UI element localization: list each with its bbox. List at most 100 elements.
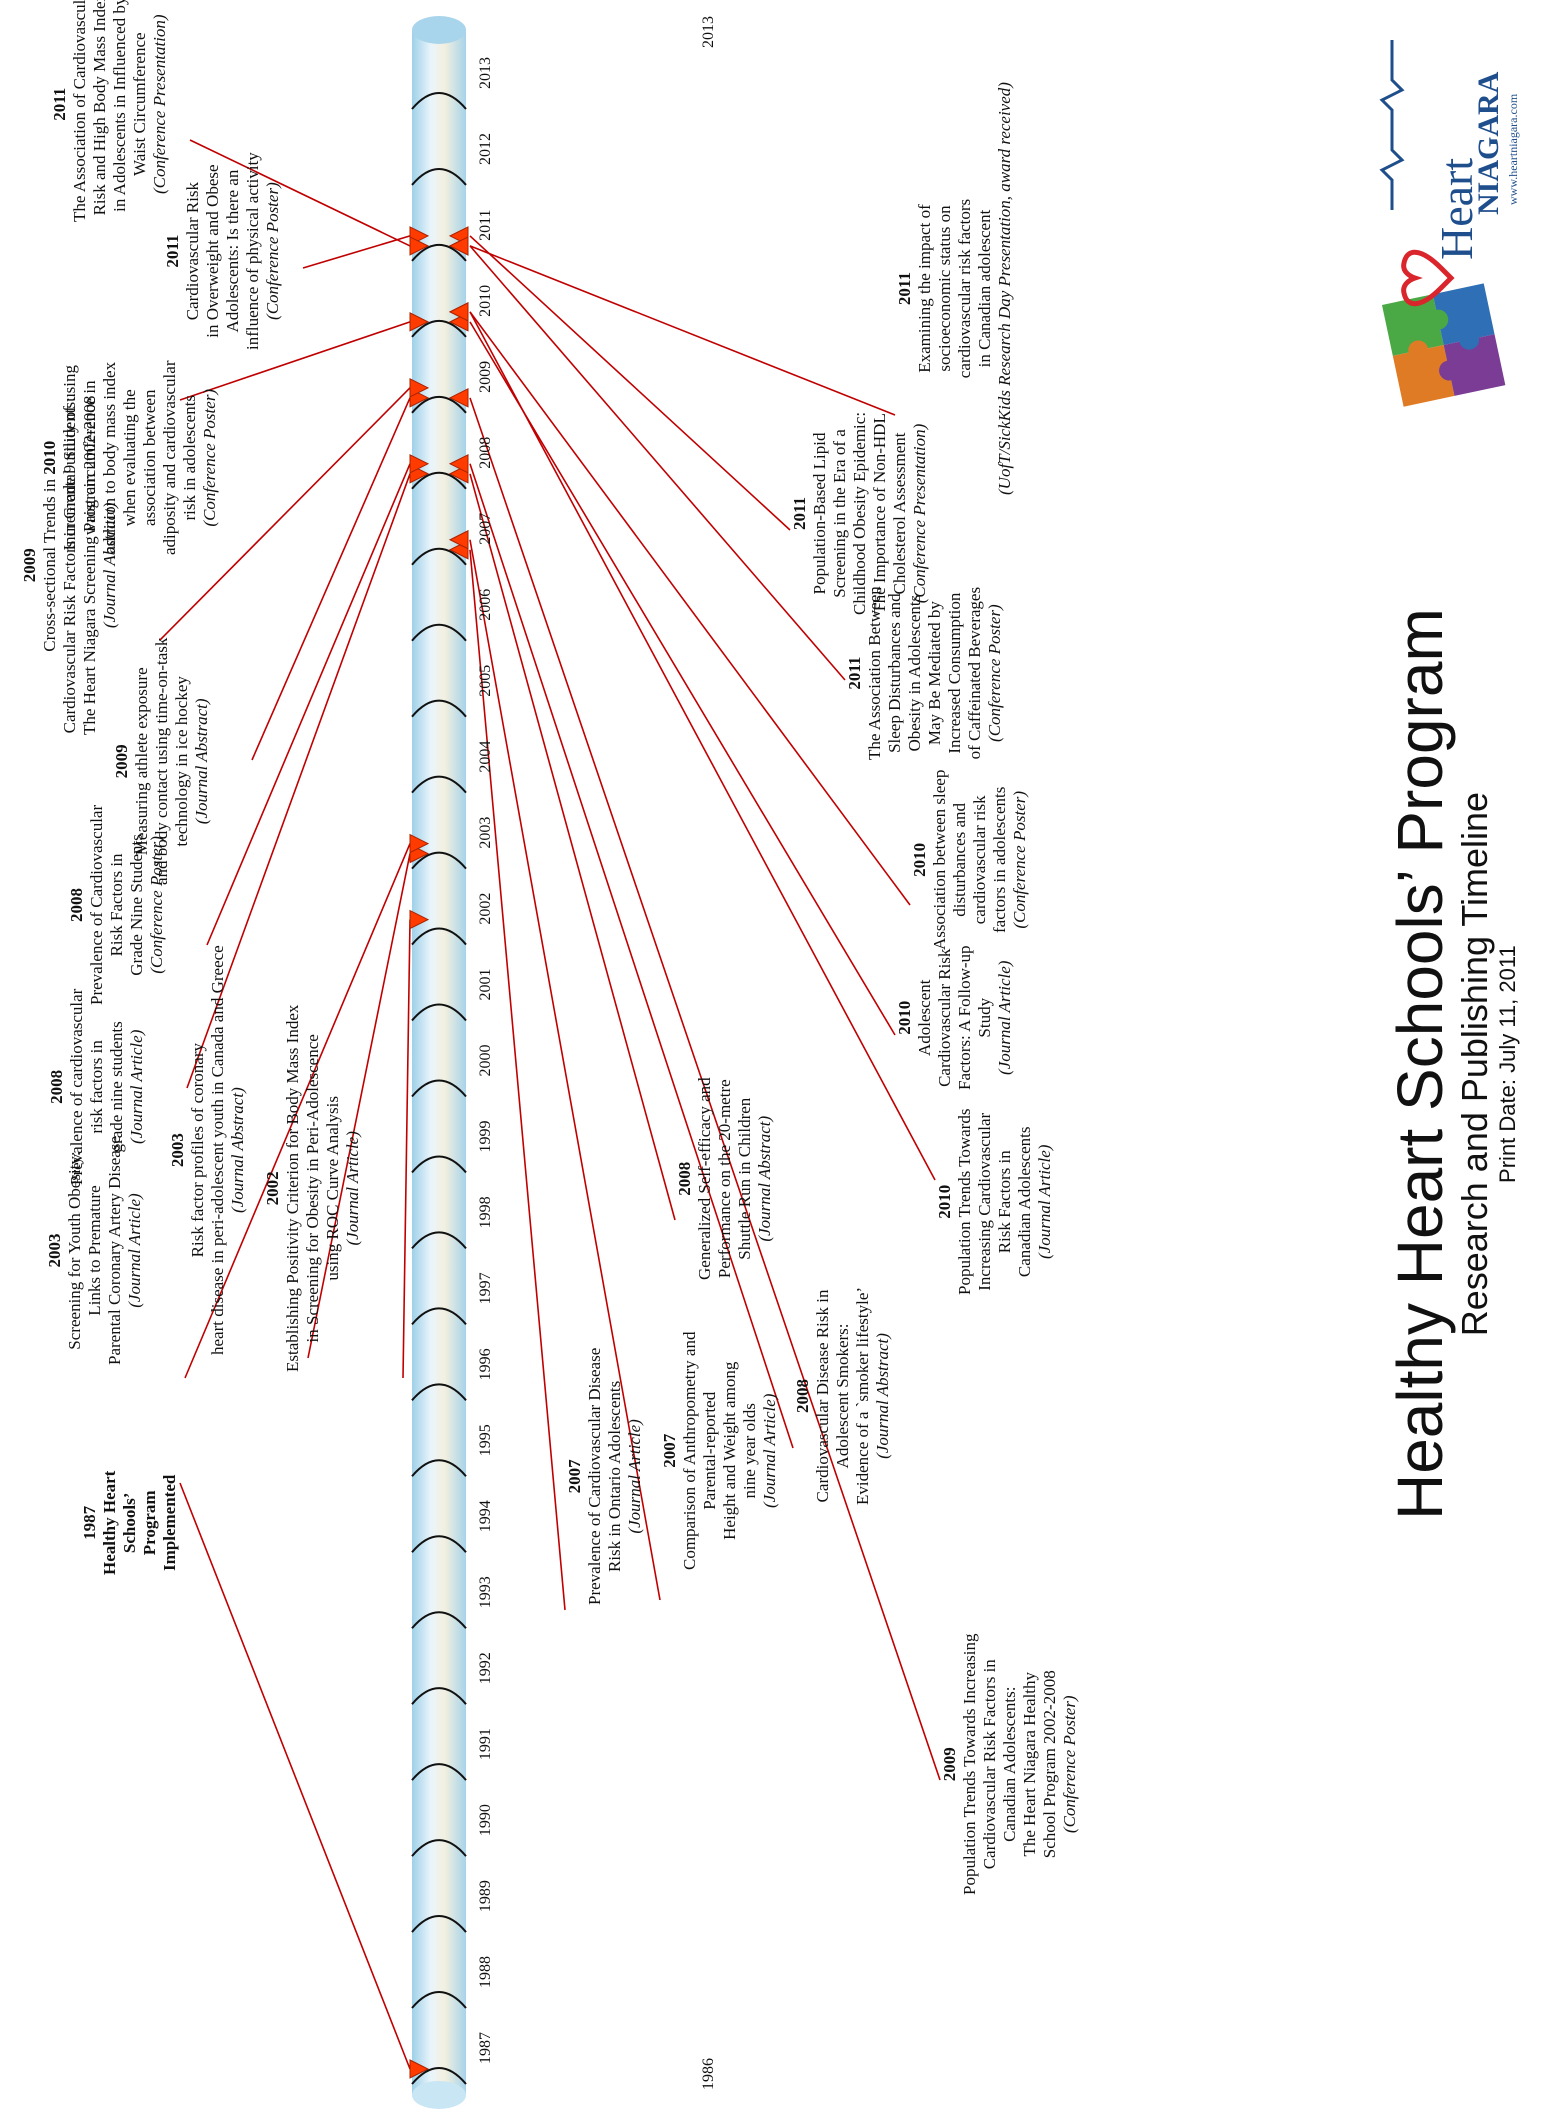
entry-title-line: Evidence of a `smoker lifestyle’ xyxy=(853,1286,872,1505)
puzzle-icon xyxy=(1379,40,1506,407)
year-divider xyxy=(411,1079,467,1098)
entry-title-line: Association between sleep xyxy=(930,769,949,950)
year-label: 1989 xyxy=(477,1880,494,1912)
entry-title-line: Population Trends Towards Increasing xyxy=(960,1633,979,1895)
year-label: 1987 xyxy=(477,2032,494,2064)
entry-type: (Journal Article) xyxy=(625,1419,644,1534)
year-label: 2002 xyxy=(477,893,494,925)
year-divider xyxy=(411,547,467,566)
arrow-marker xyxy=(409,236,430,256)
year-divider xyxy=(411,168,467,186)
entry-title-line: cardiovascular risk xyxy=(970,795,989,925)
entry-title-line: Canadian Adolescents: xyxy=(1000,1686,1019,1842)
connector-line xyxy=(469,473,676,1221)
year-label: 1991 xyxy=(477,1728,494,1760)
year-divider xyxy=(411,396,467,414)
entry-title-line: nine year olds xyxy=(740,1403,759,1499)
entry-title-line: Screening in the Era of a xyxy=(830,429,849,598)
year-divider xyxy=(411,320,467,338)
year-label: 2006 xyxy=(477,589,494,621)
entry-year: 2008 xyxy=(47,1069,66,1104)
year-label: 2011 xyxy=(477,210,494,241)
entry-title-line: Comparison of Anthropometry and xyxy=(680,1331,699,1570)
entry-year: 2008 xyxy=(675,1161,694,1196)
entry-title-line: School Program 2002-2008 xyxy=(1040,1670,1059,1859)
year-label: 2003 xyxy=(477,817,494,849)
entry-title-line: factors in adolescents xyxy=(990,786,1009,933)
entry-year: 2008 xyxy=(67,887,86,922)
arrow-marker xyxy=(409,833,430,854)
arrow-marker xyxy=(409,909,430,930)
year-divider xyxy=(411,1231,467,1250)
entry-title-line: Prevalence of Cardiovascular Disease xyxy=(585,1347,604,1605)
connector-line xyxy=(307,853,411,1359)
entry-year: 2008 xyxy=(793,1378,812,1413)
year-label: 1990 xyxy=(477,1804,494,1836)
entry-year: 2011 xyxy=(50,87,69,121)
entry-title-line: association between xyxy=(140,389,159,526)
ecg-line-icon xyxy=(1379,40,1405,210)
entry-title-line: in Canadian adolescent xyxy=(975,209,994,368)
page-title: Healthy Heart Schools’ Program xyxy=(1384,608,1456,1520)
entry-title-line: Examining the impact of xyxy=(915,204,934,373)
heart-niagara-logo: Heart NIAGARA www.heartniagara.com xyxy=(1372,20,1532,440)
year-divider xyxy=(411,1459,467,1477)
connector-line xyxy=(469,321,896,1036)
entry-title-line: Schools’ xyxy=(120,1492,139,1554)
entry-type: (Conference Poster) xyxy=(1010,790,1029,929)
entry-type: (Journal Abstract) xyxy=(873,1333,892,1459)
connector-line xyxy=(469,311,936,1181)
year-divider xyxy=(411,2067,467,2085)
year-divider xyxy=(411,775,467,794)
year-label: 1999 xyxy=(477,1120,494,1152)
year-divider xyxy=(411,1763,467,1781)
entry-year: 2003 xyxy=(168,1133,187,1168)
year-label: 2012 xyxy=(477,133,494,165)
connector-line xyxy=(186,473,411,1089)
entry-title-line: technology in ice hockey xyxy=(172,676,191,847)
year-divider xyxy=(411,1003,467,1022)
entry-title-line: Waist Circumference xyxy=(130,32,149,176)
year-divider xyxy=(411,1155,467,1174)
entry-title-line: of Caffeinated Beverages xyxy=(965,586,984,760)
year-divider xyxy=(411,1535,467,1553)
entry-title-line: Implemented xyxy=(160,1474,179,1571)
year-label: 2007 xyxy=(477,513,494,545)
entry-year: 2009 xyxy=(940,1747,959,1782)
year-divider xyxy=(411,699,467,718)
entry-title-line: when evaluating the xyxy=(120,389,139,527)
connector-line xyxy=(469,245,896,416)
entry-type: (Conference Presentation) xyxy=(150,14,169,194)
entry-title-line: Cardiovascular Risk xyxy=(935,948,954,1087)
entry-title-line: addition to body mass index xyxy=(100,361,119,554)
entry-title-line: in Overweight and Obese xyxy=(203,164,222,338)
timeline-tube xyxy=(412,30,466,2095)
entry-title-line: Study xyxy=(975,997,994,1038)
entry-title-line: disturbances and xyxy=(950,802,969,917)
entry-title-line: Healthy Heart xyxy=(100,1470,119,1575)
entry-type: (Conference Poster) xyxy=(1060,1695,1079,1834)
year-label: 2004 xyxy=(477,741,494,773)
year-label: 1998 xyxy=(477,1196,494,1228)
entry-title-line: Risk Factors in xyxy=(995,1150,1014,1254)
year-label: 2005 xyxy=(477,665,494,697)
year-label: 1994 xyxy=(477,1500,494,1532)
entry-title-line: risk factors in xyxy=(87,1040,106,1134)
year-label: 1997 xyxy=(477,1272,494,1304)
connector-line xyxy=(469,549,566,1611)
arrow-marker xyxy=(448,388,469,408)
entry-type: (Journal Article) xyxy=(343,1131,362,1246)
entry-year: 2007 xyxy=(565,1459,584,1494)
entry-year: 2011 xyxy=(790,496,809,531)
print-date: Print Date: July 11, 2011 xyxy=(1495,945,1520,1183)
entry-title-line: Adolescent xyxy=(915,979,934,1056)
title-block: Healthy Heart Schools’ Program Research … xyxy=(1384,608,1521,1520)
entry-title-line: Population Trends Towards xyxy=(955,1108,974,1295)
